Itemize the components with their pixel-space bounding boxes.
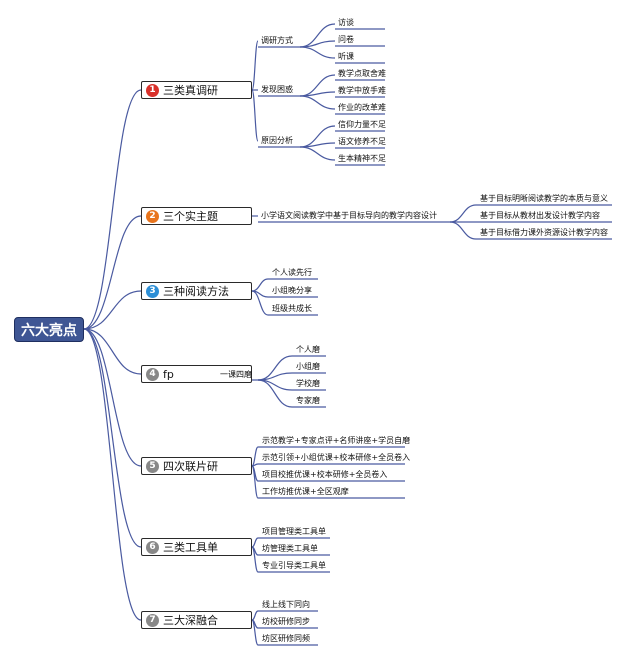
root-link-7 [83, 328, 142, 621]
branch-6[interactable]: 6 三类工具单 [141, 538, 252, 556]
branch-1-title: 三类真调研 [163, 84, 218, 97]
connector-23 [449, 204, 477, 223]
root-link-6 [83, 328, 142, 548]
leaf-joint-3[interactable]: 项目校推优课+校本研修+全员卷入 [262, 470, 388, 479]
leaf-confusion-3[interactable]: 作业的改革难 [338, 103, 386, 112]
number-badge-6: 6 [146, 540, 159, 554]
central-topic[interactable]: 六大亮点 [14, 317, 84, 342]
leaf-cause-2[interactable]: 语文修养不足 [338, 137, 386, 146]
connector-6 [299, 74, 336, 97]
connector-29 [251, 278, 269, 292]
root-link-2 [83, 215, 142, 330]
root-link-5 [83, 328, 142, 467]
subtopic-theme-design[interactable]: 小学语文阅读教学中基于目标导向的教学内容设计 [261, 211, 437, 220]
branch-2-title: 三个实主题 [163, 210, 218, 223]
branch-5[interactable]: 5 四次联片研 [141, 457, 252, 475]
connector-31 [251, 290, 269, 316]
branch-4[interactable]: 4 fp [141, 365, 252, 383]
connector-7 [299, 91, 336, 97]
leaf-reading-3[interactable]: 班级共成长 [272, 304, 312, 313]
leaf-cause-1[interactable]: 信仰力量不足 [338, 120, 386, 129]
number-badge-2: 2 [146, 209, 159, 223]
connector-8 [299, 95, 336, 110]
number-badge-3: 3 [146, 284, 159, 298]
b1-link-2 [251, 89, 259, 142]
leaf-joint-4[interactable]: 工作坊推优课+全区观摩 [262, 487, 349, 496]
leaf-lecture-observation[interactable]: 听课 [338, 52, 354, 61]
leaf-reading-2[interactable]: 小组晚分享 [272, 286, 312, 295]
leaf-theme-3[interactable]: 基于目标借力课外资源设计教学内容 [480, 228, 608, 237]
leaf-polish-2[interactable]: 小组磨 [296, 362, 320, 371]
leaf-theme-1[interactable]: 基于目标明晰阅读教学的本质与意义 [480, 194, 608, 203]
leaf-cause-3[interactable]: 生本精神不足 [338, 154, 386, 163]
leaf-tool-3[interactable]: 专业引导类工具单 [262, 561, 326, 570]
subtopic-confusions[interactable]: 发现困惑 [261, 85, 293, 94]
leaf-reading-1[interactable]: 个人读先行 [272, 268, 312, 277]
number-badge-4: 4 [146, 367, 159, 381]
leaf-fusion-2[interactable]: 坊校研修同步 [262, 617, 310, 626]
branch-3[interactable]: 3 三种阅读方法 [141, 282, 252, 300]
connector-55 [251, 546, 259, 573]
leaf-confusion-1[interactable]: 教学点取舍难 [338, 69, 386, 78]
branch-6-title: 三类工具单 [163, 541, 218, 554]
branch-3-title: 三种阅读方法 [163, 285, 229, 298]
leaf-polish-4[interactable]: 专家磨 [296, 396, 320, 405]
connector-5 [299, 46, 336, 59]
leaf-questionnaire[interactable]: 问卷 [338, 35, 354, 44]
leaf-interview[interactable]: 访谈 [338, 18, 354, 27]
branch-5-title: 四次联片研 [163, 460, 218, 473]
connector-10 [299, 142, 336, 148]
connector-11 [299, 146, 336, 161]
leaf-tool-1[interactable]: 项目管理类工具单 [262, 527, 326, 536]
branch-1[interactable]: 1 三类真调研 [141, 81, 252, 99]
leaf-fusion-3[interactable]: 坊区研修同频 [262, 634, 310, 643]
root-link-3 [83, 290, 142, 330]
branch-2[interactable]: 2 三个实主题 [141, 207, 252, 225]
connector-9 [299, 125, 336, 148]
leaf-polish-3[interactable]: 学校磨 [296, 379, 320, 388]
connector-45 [251, 446, 259, 467]
number-badge-7: 7 [146, 613, 159, 627]
connector-61 [251, 619, 259, 646]
subtopic-cause-analysis[interactable]: 原因分析 [261, 136, 293, 145]
connector-48 [251, 465, 259, 499]
leaf-polish-1[interactable]: 个人磨 [296, 345, 320, 354]
b1-link-0 [251, 40, 259, 91]
branch-7-title: 三大深融合 [163, 614, 218, 627]
root-link-1 [83, 89, 142, 330]
subtopic-survey-methods[interactable]: 调研方式 [261, 36, 293, 45]
branch-7[interactable]: 7 三大深融合 [141, 611, 252, 629]
leaf-joint-1[interactable]: 示范教学+专家点评+名师讲座+学员自磨 [262, 436, 411, 445]
leaf-fusion-1[interactable]: 线上线下同向 [262, 600, 310, 609]
leaf-confusion-2[interactable]: 教学中放手难 [338, 86, 386, 95]
connector-25 [449, 221, 477, 240]
connector-40 [257, 379, 293, 408]
branch-4-title: fp [163, 367, 174, 381]
leaf-joint-2[interactable]: 示范引领+小组优课+校本研修+全员卷入 [262, 453, 411, 462]
number-badge-5: 5 [146, 459, 159, 473]
leaf-theme-2[interactable]: 基于目标从教材出发设计教学内容 [480, 211, 600, 220]
connector-53 [251, 537, 259, 548]
subtopic-one-lesson-four-polish[interactable]: 一课四磨 [220, 370, 252, 379]
connector-59 [251, 610, 259, 621]
root-link-4 [83, 328, 142, 375]
number-badge-1: 1 [146, 83, 159, 97]
leaf-tool-2[interactable]: 坊管理类工具单 [262, 544, 318, 553]
